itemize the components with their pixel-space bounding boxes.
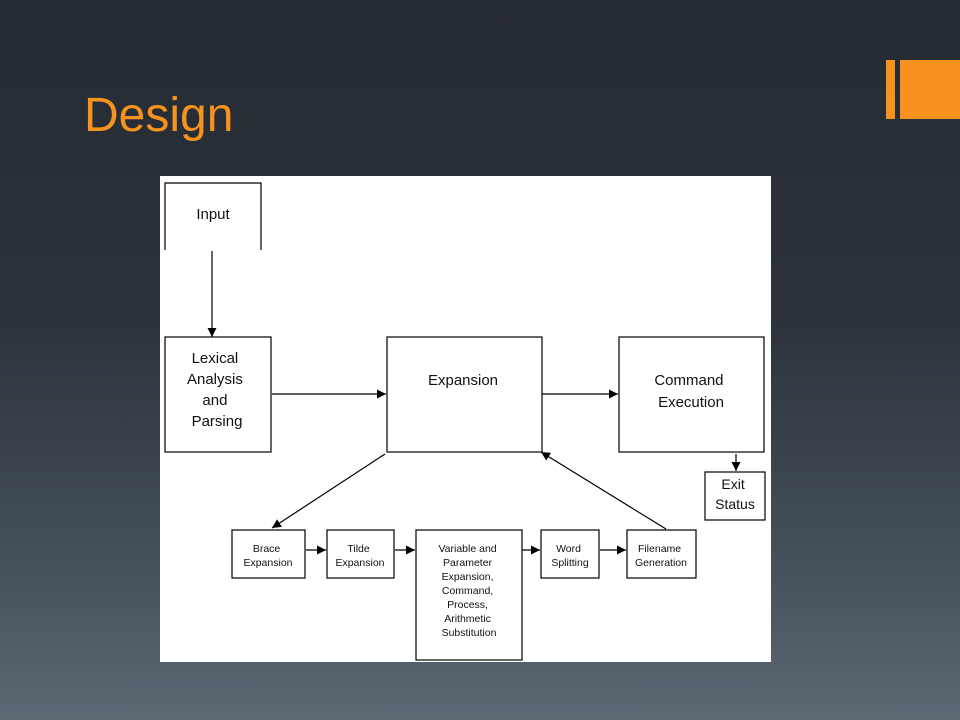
tilde-expansion-label: Tilde Expansion: [335, 543, 384, 569]
brace-label-line-1: Brace: [253, 543, 281, 555]
word-splitting-label: Word Splitting: [551, 543, 589, 569]
lexical-label-line-3: and: [202, 392, 227, 409]
tilde-expansion-box: [326, 529, 395, 579]
variable-label-line-6: Arithmetic: [444, 613, 491, 625]
variable-substitution-label: Variable and Parameter Expansion, Comman…: [438, 543, 499, 639]
word-label-line-1: Word: [556, 543, 581, 555]
expansion-label-line: Expansion: [428, 372, 498, 389]
variable-label-line-3: Expansion,: [442, 571, 494, 583]
exit-label-line-1: Exit: [721, 476, 744, 492]
lexical-label-line-1: Lexical: [192, 350, 239, 367]
input-label-line: Input: [196, 206, 230, 223]
command-label-line-1: Command: [654, 372, 723, 389]
expansion-label: Expansion: [428, 372, 498, 389]
accent-bar: [886, 60, 895, 119]
filename-label-line-1: Filename: [638, 543, 681, 555]
filename-generation-box: [626, 529, 697, 579]
brace-expansion-label: Brace Expansion: [243, 543, 292, 569]
word-label-line-2: Splitting: [551, 557, 589, 569]
command-execution-label: Command Execution: [654, 372, 727, 411]
command-label-line-2: Execution: [658, 394, 724, 411]
lexical-label-line-2: Analysis: [187, 371, 243, 388]
slide-title: Design: [84, 89, 234, 142]
variable-substitution-box: [415, 529, 523, 661]
variable-label-line-7: Substitution: [442, 627, 497, 639]
arrow-expansion-to-brace: [271, 453, 386, 529]
exit-label-line-2: Status: [715, 496, 755, 512]
brace-expansion-box: [231, 529, 306, 579]
input-box: [164, 182, 262, 250]
tilde-label-line-2: Expansion: [335, 557, 384, 569]
arrow-filename-to-expansion: [540, 451, 667, 530]
lexical-label-line-4: Parsing: [192, 413, 243, 430]
lexical-analysis-box: [164, 336, 272, 453]
diagram-panel: Input Lexical Analysis and Parsing Expan…: [160, 176, 771, 662]
variable-label-line-2: Parameter: [443, 557, 493, 569]
variable-label-line-4: Command,: [442, 585, 493, 597]
command-execution-box: [618, 336, 765, 453]
tilde-label-line-1: Tilde: [347, 543, 370, 555]
filename-generation-label: Filename Generation: [635, 543, 687, 569]
input-label: Input: [196, 206, 230, 223]
exit-status-box: [704, 471, 766, 521]
filename-label-line-2: Generation: [635, 557, 687, 569]
expansion-box: [386, 336, 543, 453]
variable-label-line-1: Variable and: [438, 543, 496, 555]
brace-label-line-2: Expansion: [243, 557, 292, 569]
lexical-analysis-label: Lexical Analysis and Parsing: [187, 350, 247, 430]
accent-block: [900, 60, 960, 119]
word-splitting-box: [540, 529, 600, 579]
variable-label-line-5: Process,: [447, 599, 488, 611]
flow-diagram: Input Lexical Analysis and Parsing Expan…: [164, 182, 766, 661]
exit-status-label: Exit Status: [715, 476, 755, 512]
